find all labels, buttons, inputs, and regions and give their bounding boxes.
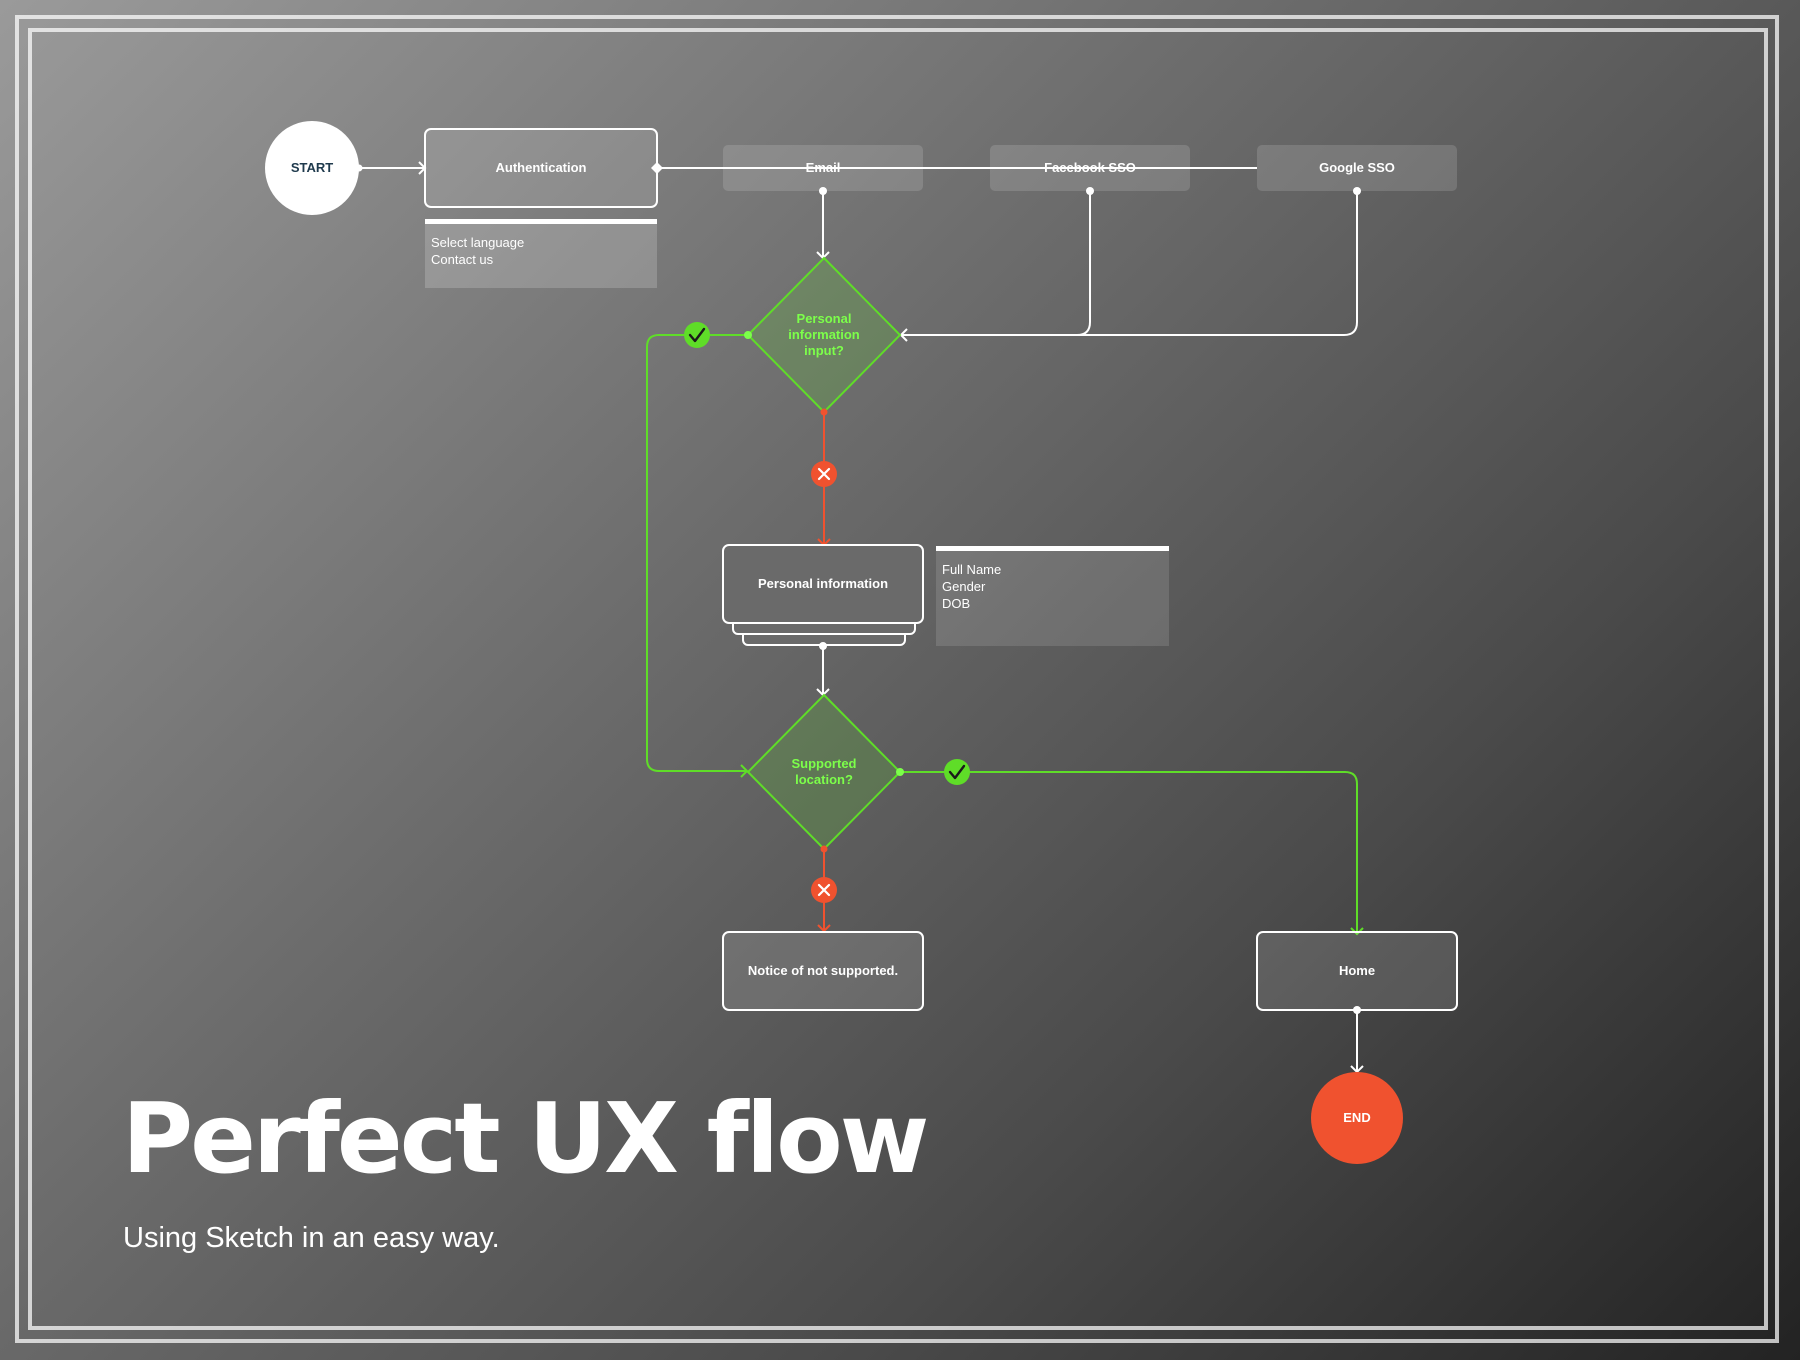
note-line: Full Name <box>942 562 1002 577</box>
facebook-sso-node[interactable] <box>990 145 1190 191</box>
note-line: Gender <box>942 579 986 594</box>
note-top-bar <box>425 219 657 224</box>
end-node[interactable] <box>1311 1072 1403 1164</box>
notice-not-supported-label: Notice of not supported. <box>747 962 899 978</box>
yes-badge <box>944 759 970 785</box>
decision-personal-info-label: Personal information input? <box>788 310 860 359</box>
edge-yes-to-location <box>646 334 748 772</box>
note-line: Contact us <box>431 252 494 267</box>
edge-yes-to-home <box>900 771 1358 934</box>
check-icon <box>688 327 706 343</box>
email-node[interactable] <box>723 145 923 191</box>
authentication-options-note-text: Select language Contact us <box>425 226 657 276</box>
personal-information-label: Personal information <box>757 575 889 591</box>
inner-frame-border <box>28 28 1768 1330</box>
note-top-bar <box>936 546 1169 551</box>
notice-not-supported-node[interactable] <box>722 931 924 1011</box>
personal-information-node[interactable] <box>722 544 924 624</box>
arrowhead <box>1350 927 1364 936</box>
check-icon <box>948 764 966 780</box>
no-badge <box>811 877 837 903</box>
end-label: END <box>1343 1109 1371 1125</box>
edge-facebook-decision <box>901 191 1091 336</box>
close-icon <box>817 467 831 481</box>
start-node[interactable] <box>265 121 359 215</box>
authentication-label: Authentication <box>495 159 587 175</box>
decision-supported-location-label: Supported location? <box>791 755 857 787</box>
close-icon <box>817 883 831 897</box>
outer-frame-border <box>15 15 1779 1343</box>
yes-connectors <box>646 334 1364 936</box>
start-label: START <box>290 159 334 175</box>
edge-google-decision <box>901 191 1358 336</box>
email-label: Email <box>805 159 841 175</box>
connectors <box>359 161 1364 1074</box>
note-line: DOB <box>942 596 971 611</box>
note-line: Select language <box>431 235 525 250</box>
facebook-sso-label: Facebook SSO <box>1044 159 1136 175</box>
personal-information-fields-note-text: Full Name Gender DOB <box>936 553 1169 620</box>
arrowhead <box>740 764 749 778</box>
personal-information-fields-note <box>936 546 1169 646</box>
google-sso-label: Google SSO <box>1319 159 1395 175</box>
no-badge <box>811 461 837 487</box>
google-sso-node[interactable] <box>1257 145 1457 191</box>
authentication-options-note <box>425 219 657 288</box>
page-title: Perfect UX flow <box>122 1082 929 1195</box>
connector-dots <box>355 162 1361 1014</box>
yes-badge <box>684 322 710 348</box>
page-subtitle: Using Sketch in an easy way. <box>123 1222 500 1254</box>
home-label: Home <box>1338 962 1376 978</box>
